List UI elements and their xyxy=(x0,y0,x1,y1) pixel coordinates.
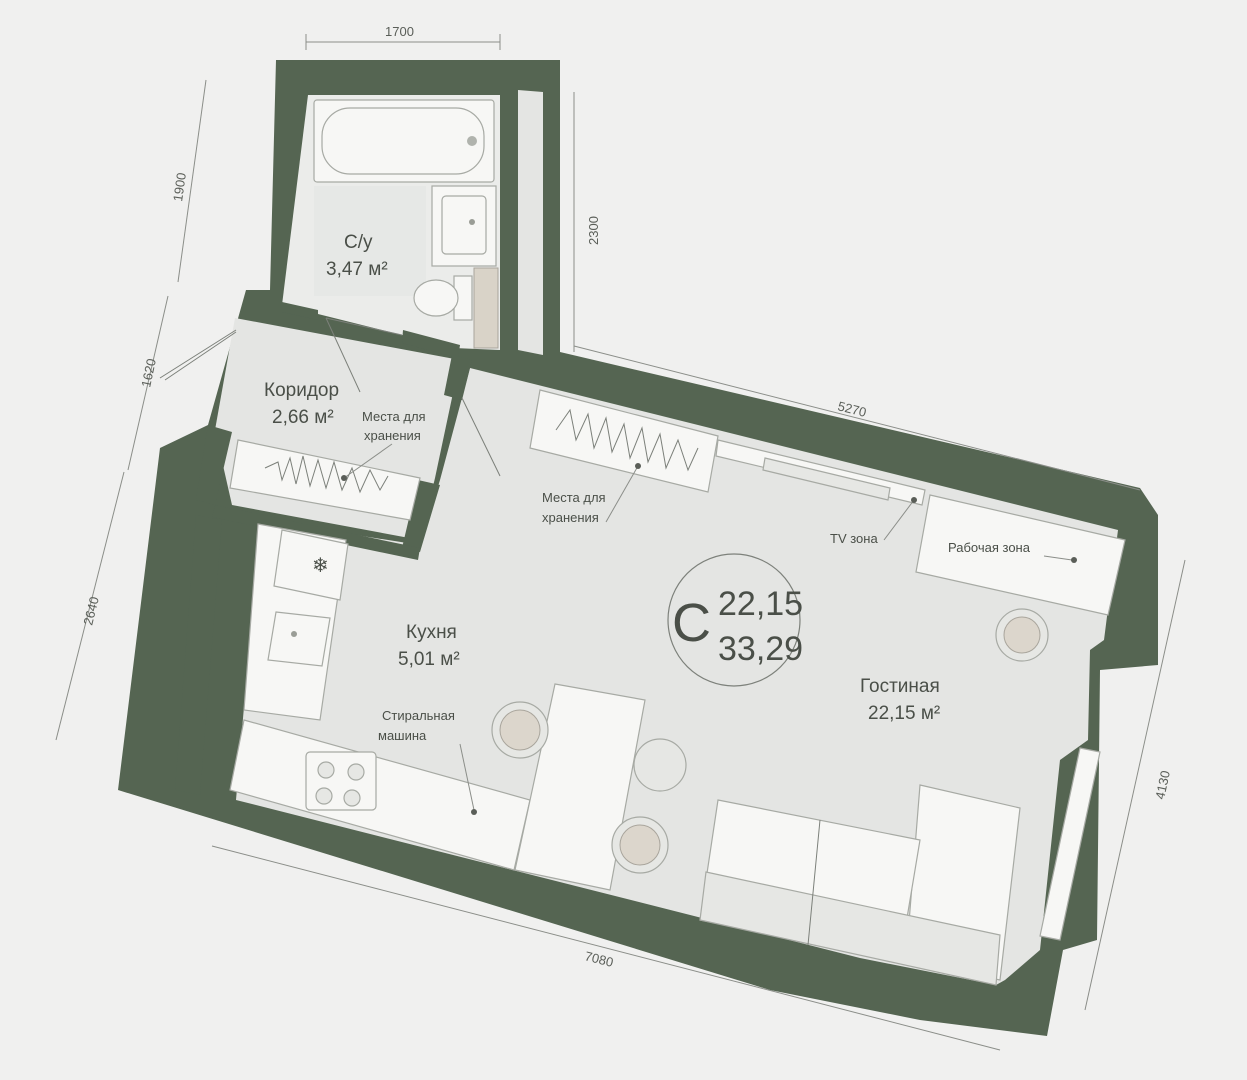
fridge-icon: ❄ xyxy=(273,529,349,601)
wardrobe-icon xyxy=(529,389,719,493)
bathroom-door xyxy=(325,317,403,393)
dim-left-mid: 1620 xyxy=(138,357,159,388)
bathtub-icon xyxy=(313,99,495,183)
shaft xyxy=(473,267,499,349)
bathroom-area: 3,47 м² xyxy=(326,259,388,280)
dim-right: 4130 xyxy=(1152,769,1173,800)
wardrobe-icon xyxy=(229,439,421,521)
badge-letter: С xyxy=(672,593,711,653)
dim-left-lower: 2640 xyxy=(80,595,102,627)
entrance-door xyxy=(159,329,237,381)
work-zone-label: Рабочая зона xyxy=(948,540,1031,555)
stove-icon xyxy=(305,751,377,811)
chair-icon xyxy=(995,608,1049,662)
toilet-icon xyxy=(413,275,473,321)
badge-total-area: 33,29 xyxy=(718,630,803,668)
chair-icon xyxy=(491,701,549,759)
storage-corridor-line2: хранения xyxy=(364,428,421,443)
corridor-area: 2,66 м² xyxy=(272,407,334,428)
washing-machine-line1: Стиральная xyxy=(382,708,455,723)
storage-living-line1: Места для xyxy=(542,490,606,505)
bathroom-name: С/у xyxy=(344,232,373,253)
dim-top-right: 5270 xyxy=(836,398,868,420)
dim-left-upper: 1900 xyxy=(170,172,189,203)
svg-text:❄: ❄ xyxy=(312,555,329,577)
chair-icon xyxy=(633,738,687,792)
dim-bath-right: 2300 xyxy=(586,216,601,245)
corridor-name: Коридор xyxy=(264,380,339,401)
living-area: 22,15 м² xyxy=(868,703,940,724)
interior-walls xyxy=(175,302,472,795)
tv-zone-label: TV зона xyxy=(830,531,878,546)
tv-unit xyxy=(715,439,926,506)
work-desk xyxy=(915,494,1126,616)
badge-living-area: 22,15 xyxy=(718,585,803,623)
bath-tiles xyxy=(314,186,426,296)
sink-icon xyxy=(431,185,497,267)
apartment-badge: С 22,15 33,29 xyxy=(667,553,803,687)
kitchen-name: Кухня xyxy=(406,622,457,643)
storage-corridor-line1: Места для xyxy=(362,409,426,424)
dim-bottom: 7080 xyxy=(583,948,615,970)
living-door xyxy=(461,397,501,477)
living-name: Гостиная xyxy=(860,676,940,697)
dimension-lines xyxy=(55,34,1186,1051)
sink-icon xyxy=(267,611,331,667)
window xyxy=(1039,747,1101,941)
dim-top: 1700 xyxy=(385,24,414,39)
washing-machine-line2: машина xyxy=(378,728,427,743)
kitchen-area: 5,01 м² xyxy=(398,649,460,670)
storage-living-line2: хранения xyxy=(542,510,599,525)
chair-icon xyxy=(611,816,669,874)
sofa-icon xyxy=(699,784,1021,986)
